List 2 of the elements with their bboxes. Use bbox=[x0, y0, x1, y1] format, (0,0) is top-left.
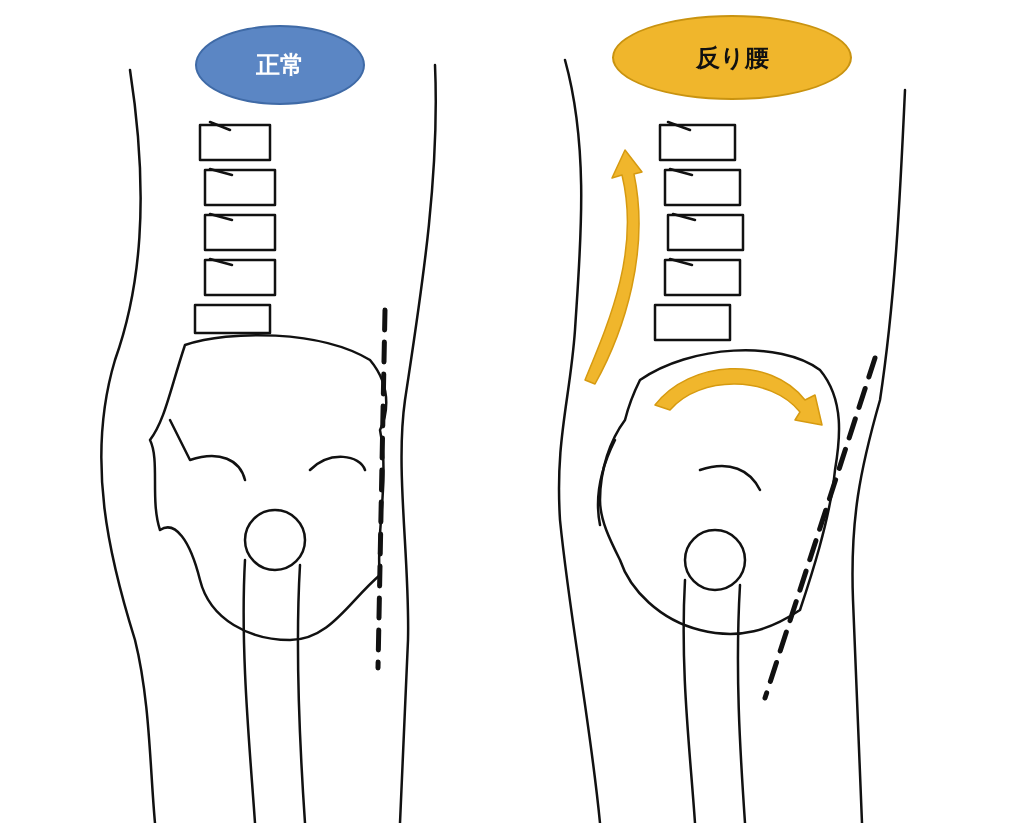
posture-label: 反り腰 bbox=[612, 15, 852, 100]
posture-label: 正常 bbox=[195, 25, 365, 105]
